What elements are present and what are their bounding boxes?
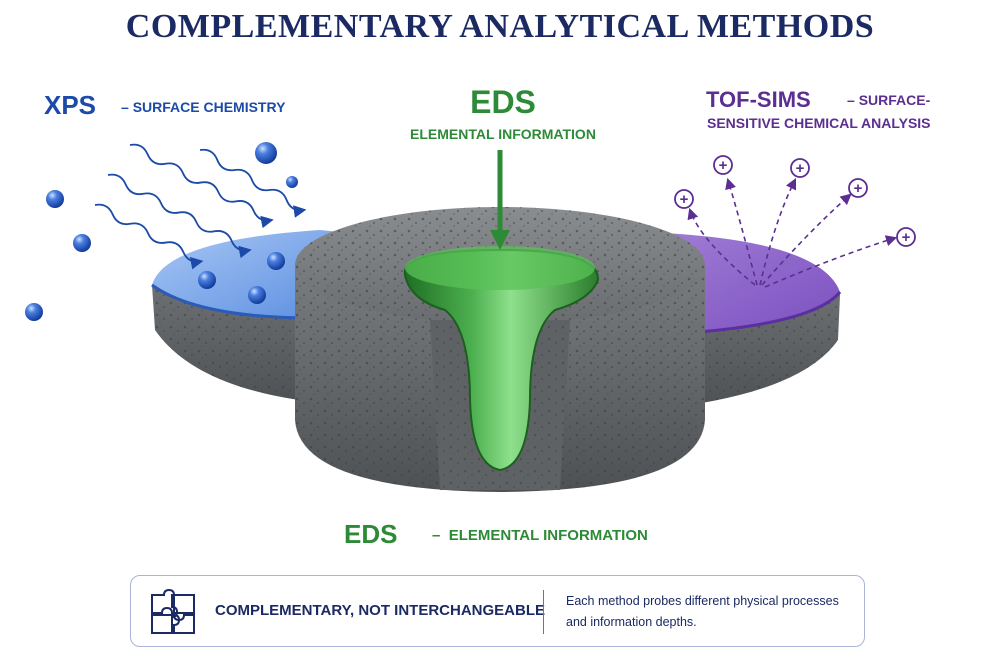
tof-sims-description-line2: SENSITIVE CHEMICAL ANALYSIS xyxy=(707,115,931,131)
tof-sims-dash: – xyxy=(847,92,855,108)
info-text: Each method probes different physical pr… xyxy=(566,594,839,629)
xps-description: – SURFACE CHEMISTRY xyxy=(121,99,285,115)
eds-label: EDS xyxy=(470,84,536,120)
ion-charge-labels: + + + + + xyxy=(680,157,911,246)
tof-sims-label: TOF-SIMS xyxy=(706,87,811,112)
xps-label: XPS xyxy=(44,90,97,120)
xps-description-text: SURFACE CHEMISTRY xyxy=(132,99,286,115)
tof-sims-description-line1-text: SURFACE- xyxy=(858,92,931,108)
ion-charge: + xyxy=(854,180,863,197)
eds-bottom-label: EDS xyxy=(344,519,398,549)
xps-surface-layer xyxy=(152,230,340,319)
tof-sims-ions xyxy=(674,155,916,247)
page-title: COMPLEMENTARY ANALYTICAL METHODS xyxy=(125,8,875,45)
ion-charge: + xyxy=(680,191,689,208)
xps-dash: – xyxy=(121,99,129,115)
ion-charge: + xyxy=(719,157,728,174)
info-divider xyxy=(543,590,544,634)
info-box: COMPLEMENTARY, NOT INTERCHANGEABLE Each … xyxy=(130,575,865,647)
xps-photon-arrows xyxy=(94,143,307,270)
tof-sims-description-line1: – SURFACE- xyxy=(847,92,930,108)
eds-interaction-volume xyxy=(403,246,600,472)
info-heading: COMPLEMENTARY, NOT INTERCHANGEABLE xyxy=(215,602,545,619)
eds-bottom-dash: – xyxy=(432,527,441,544)
xps-electrons xyxy=(25,142,298,321)
eds-bottom-description: – ELEMENTAL INFORMATION xyxy=(432,527,648,544)
ion-charge: + xyxy=(902,229,911,246)
ion-charge: + xyxy=(796,160,805,177)
eds-bottom-description-text: ELEMENTAL INFORMATION xyxy=(448,527,648,544)
tof-sims-ion-trajectories xyxy=(687,177,898,288)
puzzle-icon xyxy=(151,588,195,634)
eds-description: ELEMENTAL INFORMATION xyxy=(410,126,596,142)
